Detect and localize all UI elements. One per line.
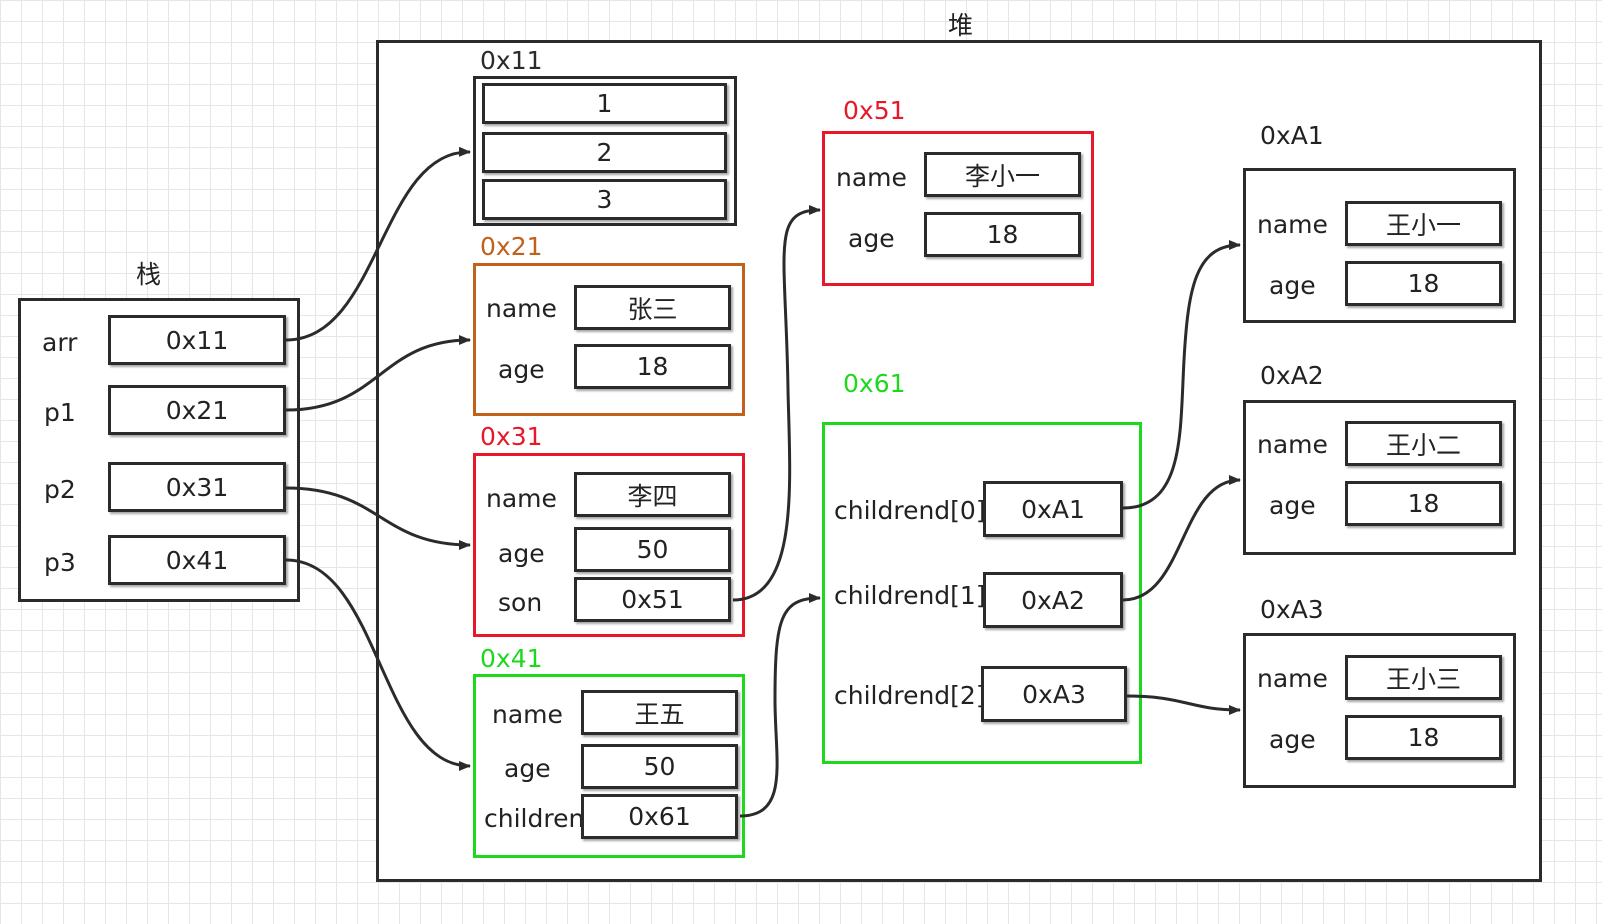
- field-key: childrend[0]: [834, 496, 986, 525]
- object-address: 0xA1: [1260, 121, 1324, 150]
- field-key: age: [1269, 725, 1316, 754]
- field-key: age: [504, 754, 551, 783]
- field-value: 18: [924, 212, 1081, 257]
- array-item: 1: [482, 83, 727, 124]
- field-key: name: [492, 700, 563, 729]
- field-key: name: [486, 484, 557, 513]
- field-key: name: [836, 163, 907, 192]
- field-value: 0xA1: [983, 481, 1123, 537]
- field-value: 王小二: [1345, 421, 1502, 466]
- field-key: children: [484, 804, 585, 833]
- heap-title: 堆: [948, 11, 974, 40]
- object-address: 0x11: [480, 46, 543, 75]
- stack-var-name: p1: [44, 398, 76, 427]
- field-value: 0xA3: [981, 666, 1127, 722]
- array-item: 3: [482, 179, 727, 220]
- stack-var-name: arr: [42, 328, 78, 357]
- field-value: 0x61: [581, 794, 738, 839]
- field-value: 张三: [574, 285, 731, 330]
- field-value: 18: [1345, 715, 1502, 760]
- object-address: 0x61: [843, 369, 906, 398]
- field-key: childrend[2]: [834, 681, 986, 710]
- object-address: 0x21: [480, 232, 543, 261]
- stack-var-value: 0x41: [108, 535, 286, 585]
- arrow-p3-to-0x41: [285, 558, 471, 771]
- array-item: 2: [482, 132, 727, 173]
- arrow-child2-to-0xA3: [1126, 694, 1241, 715]
- object-address: 0x51: [843, 96, 906, 125]
- arrow-children-to-0x61: [739, 593, 821, 818]
- field-value: 18: [1345, 481, 1502, 526]
- arrow-child1-to-0xA2: [1122, 475, 1241, 602]
- field-value: 18: [574, 344, 731, 389]
- field-value: 50: [574, 527, 731, 572]
- object-address: 0x31: [480, 422, 543, 451]
- field-value: 李四: [574, 472, 731, 517]
- field-key: age: [1269, 491, 1316, 520]
- field-value: 王小一: [1345, 201, 1502, 246]
- field-value: 王小三: [1345, 655, 1502, 700]
- object-address: 0xA3: [1260, 595, 1324, 624]
- arrow-arr-to-0x11: [285, 146, 471, 342]
- field-value: 18: [1345, 261, 1502, 306]
- field-key: age: [498, 539, 545, 568]
- object-address: 0xA2: [1260, 361, 1324, 390]
- field-key: age: [848, 224, 895, 253]
- field-key: name: [1257, 430, 1328, 459]
- field-key: age: [498, 355, 545, 384]
- arrow-p1-to-0x21: [285, 335, 471, 412]
- stack-var-name: p3: [44, 548, 76, 577]
- stack-var-value: 0x11: [108, 315, 286, 365]
- arrow-p2-to-0x31: [285, 486, 471, 550]
- field-key: name: [1257, 664, 1328, 693]
- field-value: 李小一: [924, 152, 1081, 197]
- field-key: name: [486, 294, 557, 323]
- object-address: 0x41: [480, 644, 543, 673]
- stack-var-name: p2: [44, 475, 76, 504]
- stack-title: 栈: [136, 260, 162, 289]
- arrow-son-to-0x51: [732, 205, 821, 602]
- stack-var-value: 0x21: [108, 385, 286, 435]
- field-value: 王五: [581, 690, 738, 735]
- arrow-child0-to-0xA1: [1122, 240, 1241, 510]
- field-value: 0x51: [574, 577, 731, 622]
- field-key: age: [1269, 271, 1316, 300]
- field-value: 0xA2: [983, 572, 1123, 628]
- stack-var-value: 0x31: [108, 462, 286, 512]
- field-key: name: [1257, 210, 1328, 239]
- field-value: 50: [581, 744, 738, 789]
- field-key: childrend[1]: [834, 581, 986, 610]
- field-key: son: [498, 588, 543, 617]
